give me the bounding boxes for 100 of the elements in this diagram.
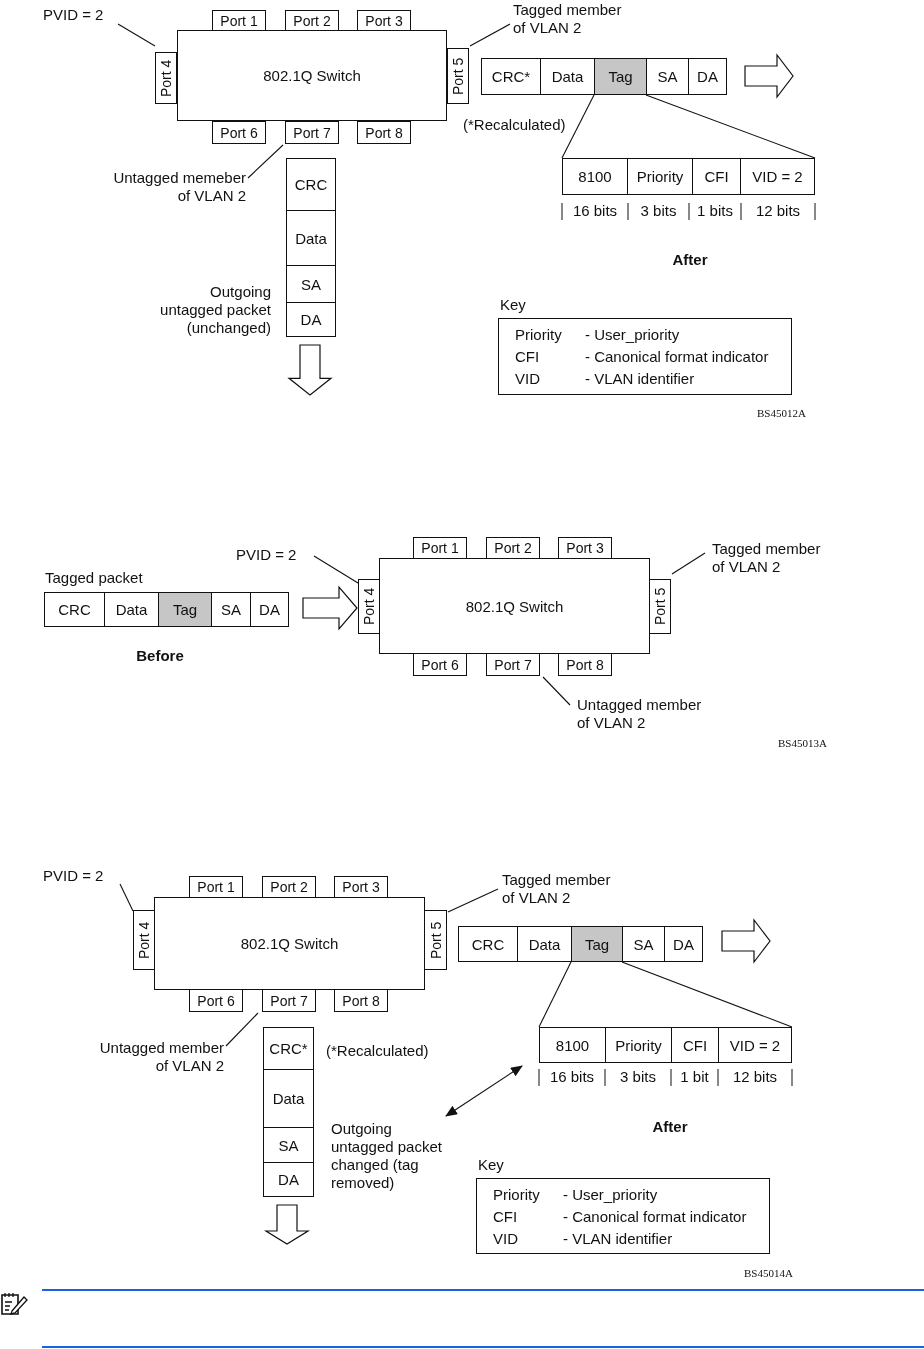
packet-field: DA [250,592,289,627]
figure-code: BS45012A [757,406,806,421]
port-box: Port 3 [357,10,411,31]
callout-text: Untagged memeber of VLAN 2 [104,169,246,205]
panel-heading: After [651,1118,689,1136]
packet-field: CRC [286,158,336,211]
packet-field: CRC [458,926,518,962]
packet-field: Tag [158,592,212,627]
port-box: Port 5 [447,48,469,104]
callout-text: PVID = 2 [236,546,311,564]
port-box: Port 2 [285,10,339,31]
packet-field: Data [517,926,572,962]
bit-width-label: 3 bits [639,202,678,220]
key-term: CFI [515,348,540,366]
packet-field: Data [104,592,159,627]
callout-text: Tagged member of VLAN 2 [513,1,625,37]
double-arrow [445,1065,523,1117]
callout-text: PVID = 2 [43,867,118,885]
port-box: Port 7 [486,653,540,676]
port-box: Port 8 [558,653,612,676]
packet-field: Data [263,1069,314,1128]
leader-line [117,23,156,47]
leader-line [469,23,511,47]
port-box: Port 1 [212,10,266,31]
callout-text: Untagged member of VLAN 2 [577,696,707,732]
key-heading: Key [500,296,526,314]
note-text: Tagged packet [45,569,143,587]
port-box: Port 4 [133,910,155,970]
key-term: Priority [515,326,562,344]
packet-field: CRC* [263,1027,314,1070]
figure-code: BS45014A [744,1266,793,1281]
panel-heading: Before [135,647,185,665]
packet-field: SA [211,592,251,627]
packet-field: DA [664,926,703,962]
port-box: Port 1 [413,537,467,559]
bit-width-label: 12 bits [731,1068,779,1086]
leader-line [247,144,284,179]
key-definition: - Canonical format indicator [585,348,769,366]
port-box: Port 6 [212,121,266,144]
tag-field: CFI [692,158,741,195]
bit-width-label: 16 bits [548,1068,596,1086]
packet-field: DA [286,302,336,337]
bit-width-label: 1 bit [679,1068,710,1086]
port-box: Port 2 [262,876,316,898]
switch-box: 802.1Q Switch [379,558,650,654]
packet-field: Data [540,58,595,95]
tag-field: VID = 2 [718,1027,792,1063]
port-box: Port 7 [285,121,339,144]
expansion-line [561,94,595,159]
key-term: Priority [493,1186,540,1204]
callout-text: Untagged member of VLAN 2 [92,1039,224,1075]
callout-text: Tagged member of VLAN 2 [712,540,824,576]
tag-field: 8100 [562,158,628,195]
figure-code: BS45013A [778,736,827,751]
key-term: VID [493,1230,518,1248]
leader-line [313,555,359,584]
switch-box: 802.1Q Switch [177,30,447,121]
leader-line [119,883,134,912]
port-box: Port 5 [649,579,671,634]
panel-heading: After [671,251,709,269]
tag-field: Priority [605,1027,672,1063]
callout-text: PVID = 2 [43,6,118,24]
packet-field: Data [286,210,336,266]
tag-field: 8100 [539,1027,606,1063]
tag-field: VID = 2 [740,158,815,195]
tag-field: CFI [671,1027,719,1063]
bit-width-label: 12 bits [754,202,802,220]
key-definition: - VLAN identifier [563,1230,673,1248]
leader-line [542,676,571,706]
leader-line [225,1012,259,1047]
packet-field: SA [646,58,689,95]
note-text: Outgoing untagged packet (unchanged) [159,283,271,337]
key-term: VID [515,370,540,388]
packet-field: DA [688,58,727,95]
port-box: Port 7 [262,989,316,1012]
packet-field: SA [286,265,336,303]
callout-text: Tagged member of VLAN 2 [502,871,614,907]
bit-width-label: 1 bits [696,202,734,220]
port-box: Port 2 [486,537,540,559]
port-box: Port 8 [334,989,388,1012]
tag-field: Priority [627,158,693,195]
port-box: Port 6 [189,989,243,1012]
port-box: Port 1 [189,876,243,898]
port-box: Port 4 [155,52,177,104]
port-box: Port 3 [334,876,388,898]
key-heading: Key [478,1156,504,1174]
key-definition: - User_priority [585,326,680,344]
port-box: Port 4 [358,579,380,634]
leader-line [447,888,499,913]
key-term: CFI [493,1208,518,1226]
switch-box: 802.1Q Switch [154,897,425,990]
callout-text: Outgoing untagged packet changed (tag removed) [331,1120,443,1192]
packet-field: SA [263,1127,314,1163]
bit-width-label: 3 bits [619,1068,657,1086]
packet-field: DA [263,1162,314,1197]
port-box: Port 6 [413,653,467,676]
port-box: Port 3 [558,537,612,559]
packet-field: SA [622,926,665,962]
key-definition: - User_priority [563,1186,658,1204]
note-text: (*Recalculated) [326,1042,429,1060]
